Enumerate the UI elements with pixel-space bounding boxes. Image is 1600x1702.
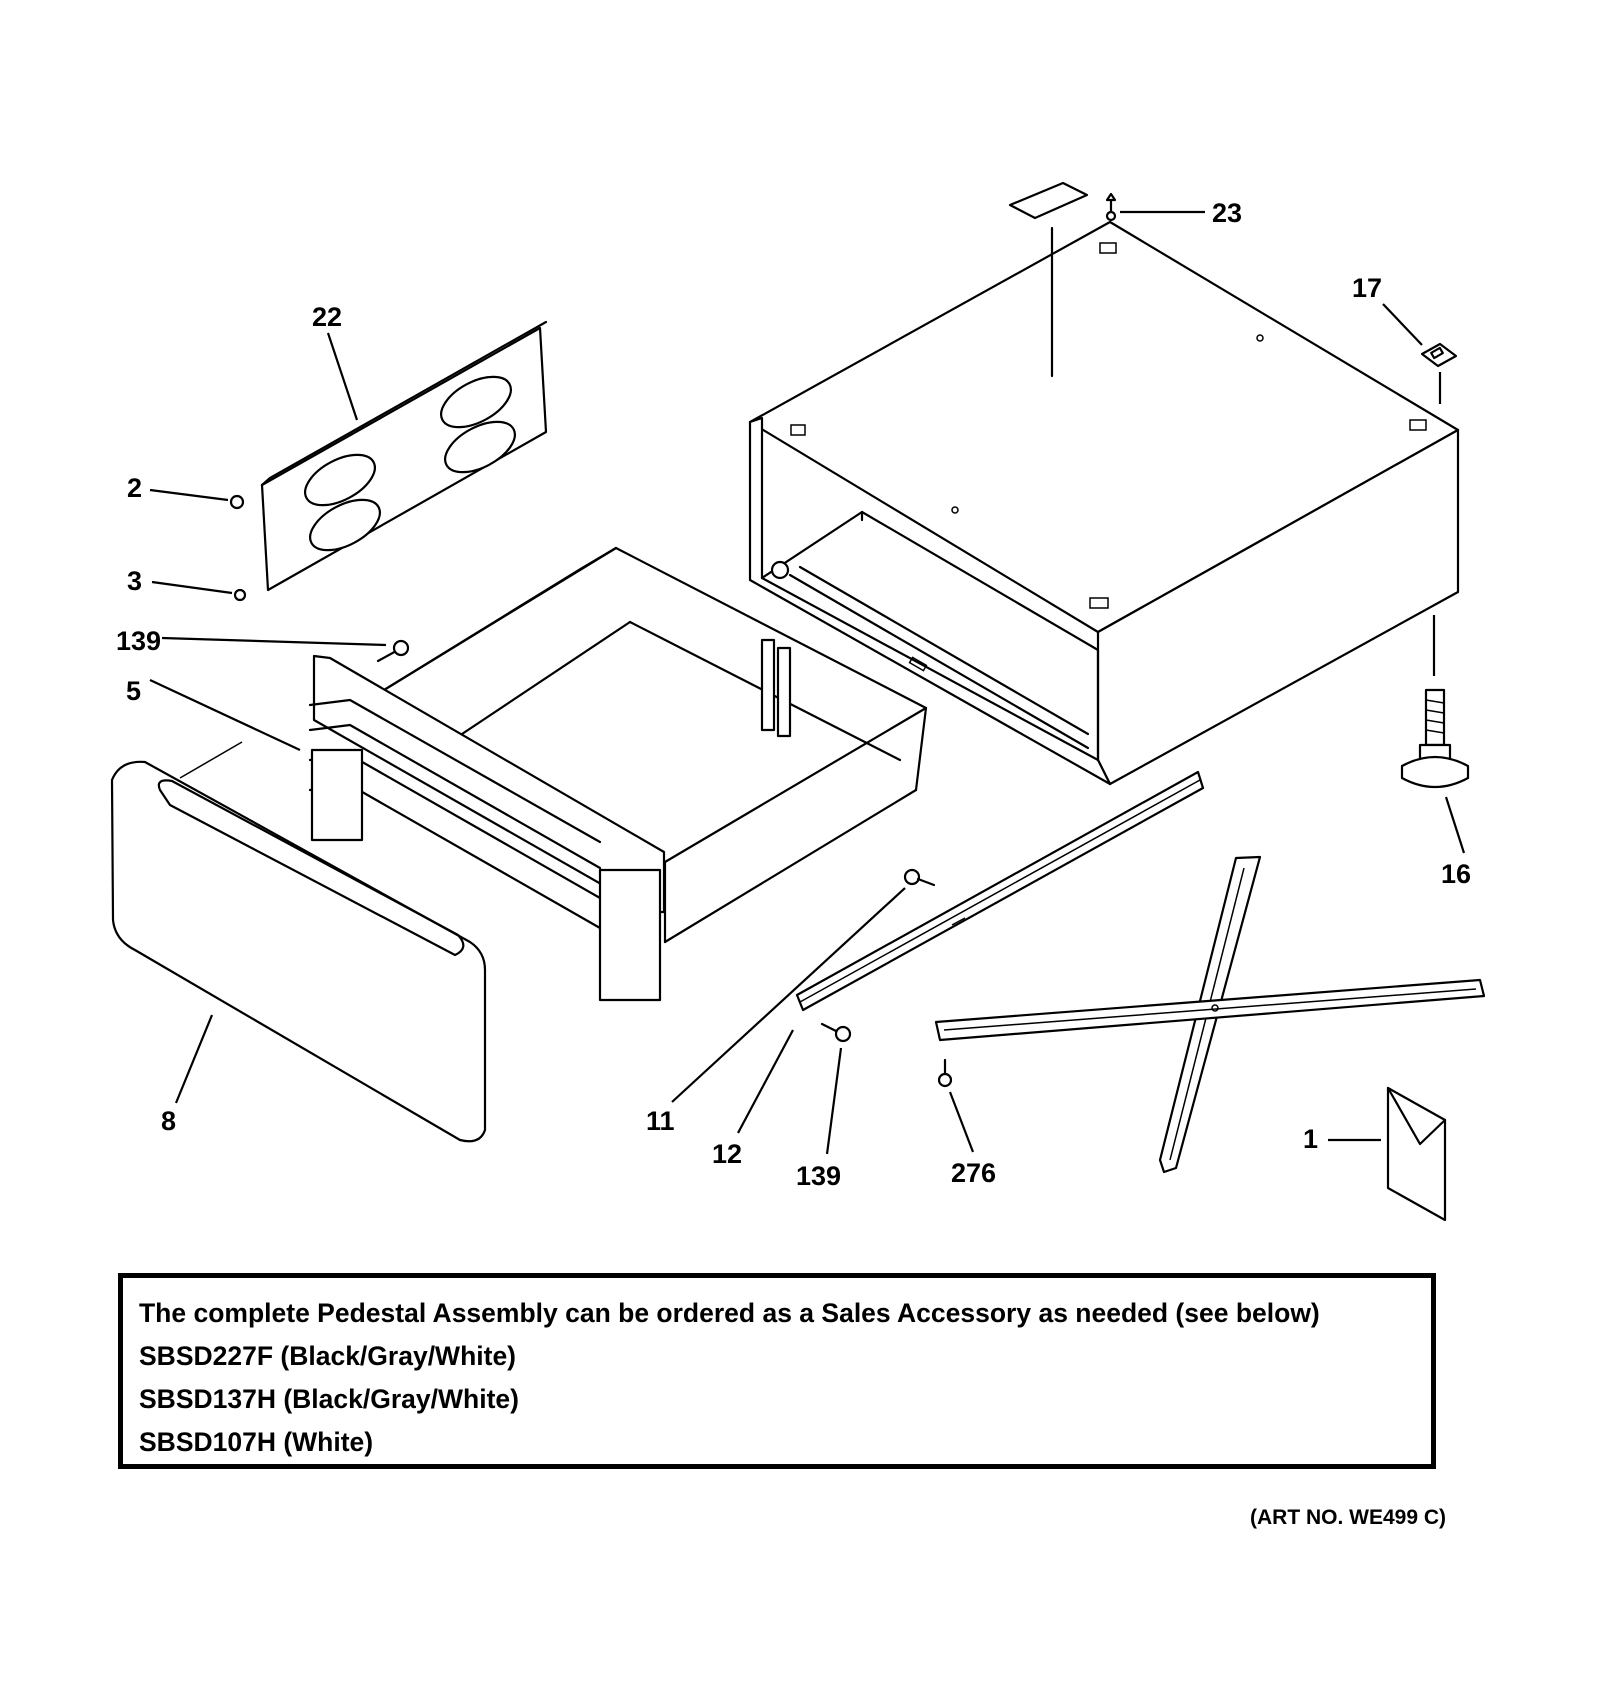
note-line-4: SBSD107H (White) bbox=[139, 1427, 374, 1457]
note-line-2: SBSD227F (Black/Gray/White) bbox=[139, 1341, 517, 1371]
top-pad bbox=[1008, 181, 1089, 220]
sales-accessory-note: The complete Pedestal Assembly can be or… bbox=[118, 1273, 1436, 1469]
screw-23 bbox=[1105, 192, 1117, 222]
callout-8: 8 bbox=[161, 1106, 176, 1136]
callout-16: 16 bbox=[1441, 859, 1471, 889]
callout-276: 276 bbox=[951, 1158, 996, 1188]
literature-envelope-1 bbox=[1386, 1086, 1447, 1222]
screw-139-lower bbox=[820, 1022, 852, 1043]
pedestal-cabinet bbox=[748, 220, 1460, 786]
callout-2: 2 bbox=[127, 473, 142, 503]
callout-139-upper: 139 bbox=[116, 626, 161, 656]
callout-22: 22 bbox=[312, 302, 342, 332]
callout-1: 1 bbox=[1303, 1124, 1318, 1154]
nut-3 bbox=[233, 588, 247, 602]
drawer-basket bbox=[382, 546, 928, 944]
nut-2 bbox=[229, 494, 245, 510]
clip-17 bbox=[1420, 342, 1458, 368]
screw-11 bbox=[903, 868, 936, 887]
callout-5: 5 bbox=[126, 676, 141, 706]
screw-139-upper bbox=[376, 639, 410, 663]
callout-17: 17 bbox=[1352, 273, 1382, 303]
cross-brace-b bbox=[934, 978, 1486, 1042]
panel-22 bbox=[260, 320, 548, 592]
note-line-1: The complete Pedestal Assembly can be or… bbox=[139, 1298, 1320, 1328]
callout-12: 12 bbox=[712, 1139, 742, 1169]
drawer-front-frame-5 bbox=[308, 654, 666, 1002]
callout-23: 23 bbox=[1212, 198, 1242, 228]
leveling-foot-16 bbox=[1400, 688, 1470, 788]
screw-276 bbox=[937, 1058, 953, 1088]
note-line-3: SBSD137H (Black/Gray/White) bbox=[139, 1384, 519, 1414]
callout-3: 3 bbox=[127, 566, 142, 596]
slide-rail-12 bbox=[795, 770, 1205, 1012]
callout-11: 11 bbox=[646, 1106, 675, 1136]
callout-139-lower: 139 bbox=[796, 1161, 841, 1191]
art-number: (ART NO. WE499 C) bbox=[1250, 1506, 1447, 1529]
drawer-face-8 bbox=[110, 741, 487, 1143]
